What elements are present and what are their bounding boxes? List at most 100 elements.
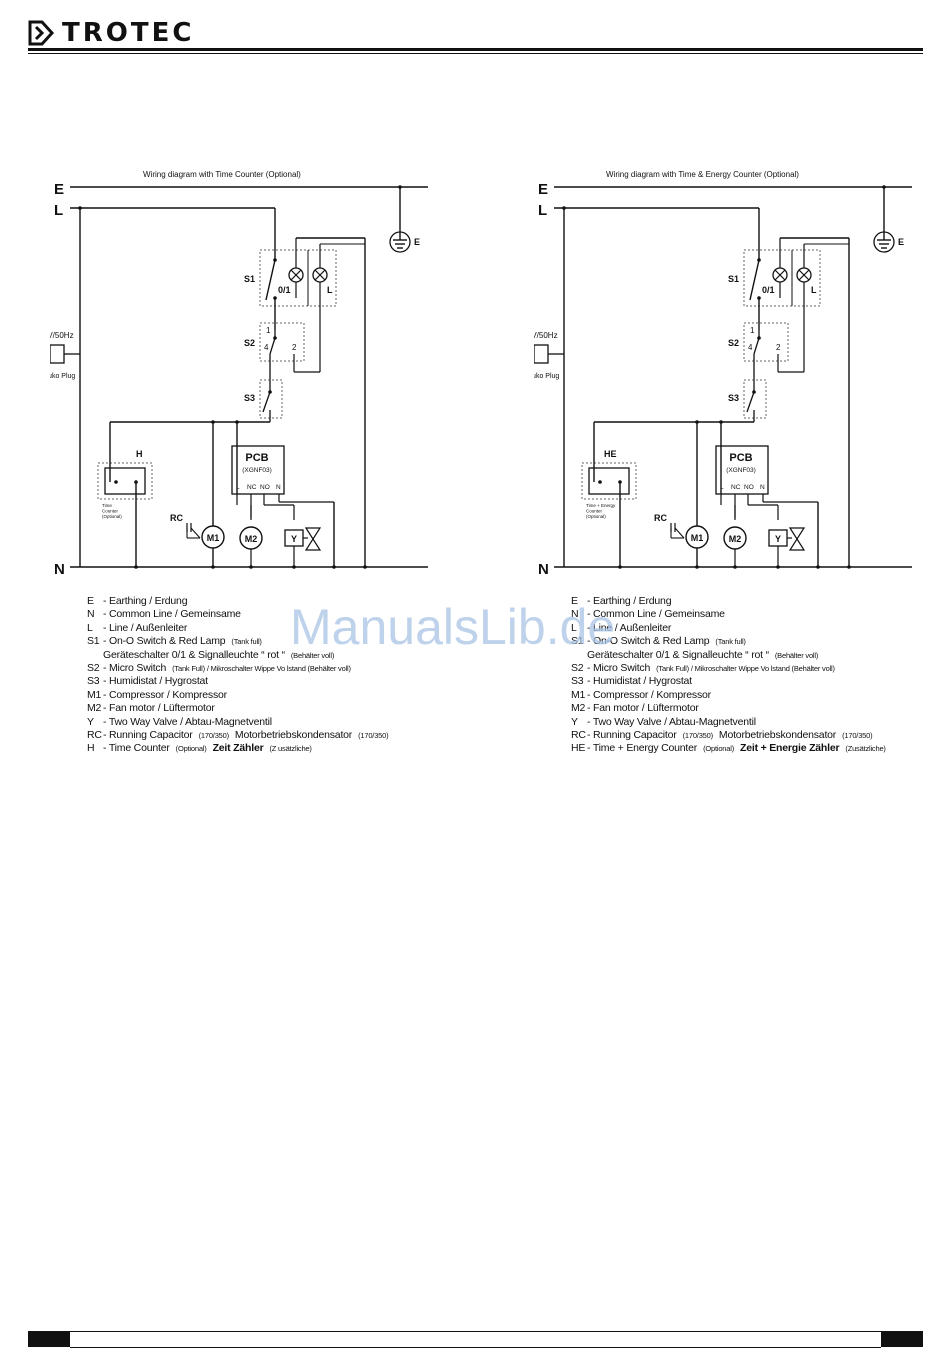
- junction-dot: [114, 480, 118, 484]
- legend-text-german: Zeit + Energie Zähler: [740, 742, 840, 755]
- m1-label: M1: [207, 533, 220, 543]
- legend-text: - Common Line / Gemeinsame: [103, 608, 241, 621]
- wiring-diagram-time-counter: Wiring diagram with Time Counter (Option…: [50, 160, 450, 590]
- y-label: Y: [291, 534, 297, 544]
- legend-code: M1: [87, 688, 102, 701]
- legend-row: M1- Compressor / Kompressor: [87, 689, 388, 702]
- legend-text: - Micro Switch: [587, 661, 651, 674]
- legend-row: S1- On-O Switch & Red Lamp(Tank full): [87, 635, 388, 648]
- legend-row: S2- Micro Switch (Tank Full) / Mikroschal…: [571, 662, 886, 675]
- s1-switch-blade: [749, 259, 760, 301]
- pcb-label: PCB: [245, 452, 268, 464]
- s2-terminal-1: 1: [750, 326, 755, 335]
- legend-code: S1: [571, 635, 584, 648]
- legend-code: E: [571, 595, 578, 607]
- pcb-model: (XGNF03): [726, 467, 756, 474]
- s2-terminal-2: 2: [292, 343, 297, 352]
- page-header: TROTEC: [0, 0, 950, 60]
- rc-label: RC: [654, 513, 667, 523]
- legend-note-german: (Zusätzliche): [845, 744, 886, 754]
- junction-dot: [363, 565, 367, 569]
- legend-text: - Time Counter: [103, 742, 170, 755]
- counter-dashed-box: [581, 462, 637, 500]
- legend-code: M2: [571, 702, 586, 715]
- rail-label-l: L: [54, 202, 63, 219]
- legend-note: (Tank full): [231, 637, 262, 647]
- wiring-diagram-svg: ELNE230V/50HzSchuko PlugS10/1LS2142S3HTi…: [50, 181, 428, 578]
- legend-code: N: [87, 608, 95, 621]
- counter-box: [104, 467, 146, 495]
- counter-box: [588, 467, 630, 495]
- legend-note: (Behälter voll): [290, 650, 335, 660]
- legend-code: S2: [571, 661, 584, 674]
- s1-lamp-label: L: [811, 285, 817, 295]
- header-rule: [28, 48, 923, 51]
- legend-code: RC: [87, 728, 102, 741]
- junction-dot: [618, 565, 622, 569]
- junction-dot: [847, 565, 851, 569]
- plug-label: Schuko Plug: [50, 373, 75, 380]
- legend-row: N- Common Line / Gemeinsame: [571, 608, 886, 621]
- legend-row: M2- Fan motor / Lüftermotor: [87, 702, 388, 715]
- legend-note-german: (Z usätzliche): [269, 744, 312, 754]
- legend-code: E: [87, 595, 94, 607]
- legend-row: Y- Two Way Valve / Abtau-Magnetventil: [571, 716, 886, 729]
- legend-note: (Optional): [175, 744, 207, 754]
- legend-text: - Time + Energy Counter: [587, 742, 698, 755]
- pcb-box: [715, 445, 769, 495]
- junction-dot: [757, 336, 761, 340]
- page-footer: [28, 1331, 923, 1348]
- legend-row: E - Earthing / Erdung: [571, 595, 886, 608]
- legend-text-german: Motorbetriebskondensator: [234, 728, 353, 741]
- legend-code: HE: [571, 742, 586, 755]
- pcb-box: [231, 445, 285, 495]
- s2-terminal-4: 4: [748, 343, 753, 352]
- pcb-terminal-l: L: [236, 484, 240, 491]
- wiring-diagram-svg: ELNE230V/50HzSchuko PlugS10/1LS2142S3HET…: [534, 181, 912, 578]
- legend-note: (Behälter voll): [774, 650, 819, 660]
- legend-text: - Humidistat / Hygrostat: [587, 675, 692, 688]
- junction-dot: [719, 420, 723, 424]
- legend-note-german: (170/350): [842, 730, 873, 740]
- supply-label: 230V/50Hz: [534, 331, 558, 340]
- s2-terminal-2: 2: [776, 343, 781, 352]
- rail-label-e: E: [54, 181, 64, 198]
- trotec-logo-icon: [28, 20, 55, 46]
- junction-dot: [249, 565, 253, 569]
- s2-switch-blade: [753, 337, 760, 355]
- legend-note: (170/350): [198, 730, 230, 740]
- legend-row: L- Line / Außenleiter: [87, 622, 388, 635]
- junction-dot: [598, 480, 602, 484]
- s3-box: [259, 379, 283, 419]
- junction-dot: [398, 185, 402, 189]
- s2-switch-blade: [269, 337, 276, 355]
- legend-row: HE- Time + Energy Counter (Optional) Zeit …: [571, 742, 886, 755]
- legend-text: - Two Way Valve / Abtau-Magnetventil: [587, 715, 756, 728]
- legend-row: RC- Running Capacitor(170/350)Motorbetri…: [571, 729, 886, 742]
- s3-box: [743, 379, 767, 419]
- legend-row: Y- Two Way Valve / Abtau-Magnetventil: [87, 716, 388, 729]
- legend-code: M2: [87, 702, 102, 715]
- junction-dot: [752, 390, 756, 394]
- pcb-terminal-n: N: [760, 484, 765, 491]
- compressor-motor-icon: [685, 525, 709, 549]
- rail-label-n: N: [54, 561, 65, 578]
- legend-row: S3- Humidistat / Hygrostat: [571, 675, 886, 688]
- legend-note: (Optional): [703, 744, 735, 754]
- s2-box: [743, 322, 789, 362]
- legend-row: S1- On-O Switch & Red Lamp(Tank full): [571, 635, 886, 648]
- legend-row: M2- Fan motor / Lüftermotor: [571, 702, 886, 715]
- diagram-title: Wiring diagram with Time & Energy Counte…: [606, 170, 799, 179]
- legend-text: - On-O Switch & Red Lamp: [587, 635, 710, 648]
- legend-code: S3: [87, 675, 100, 688]
- legend-note: (Tank Full) / Mikroschalter Wippe Vo lst…: [656, 663, 835, 673]
- legend-text: - Micro Switch: [103, 661, 167, 674]
- junction-dot: [733, 565, 737, 569]
- legend-text: - Earthing / Erdung: [587, 595, 672, 607]
- junction-dot: [211, 565, 215, 569]
- legend-text-german: Motorbetriebskondensator: [718, 728, 837, 741]
- legend-row: E- Earthing / Erdung: [87, 595, 388, 608]
- plug-label: Schuko Plug: [534, 373, 559, 380]
- s1-lamp-label: L: [327, 285, 333, 295]
- legend-code: H: [87, 742, 95, 755]
